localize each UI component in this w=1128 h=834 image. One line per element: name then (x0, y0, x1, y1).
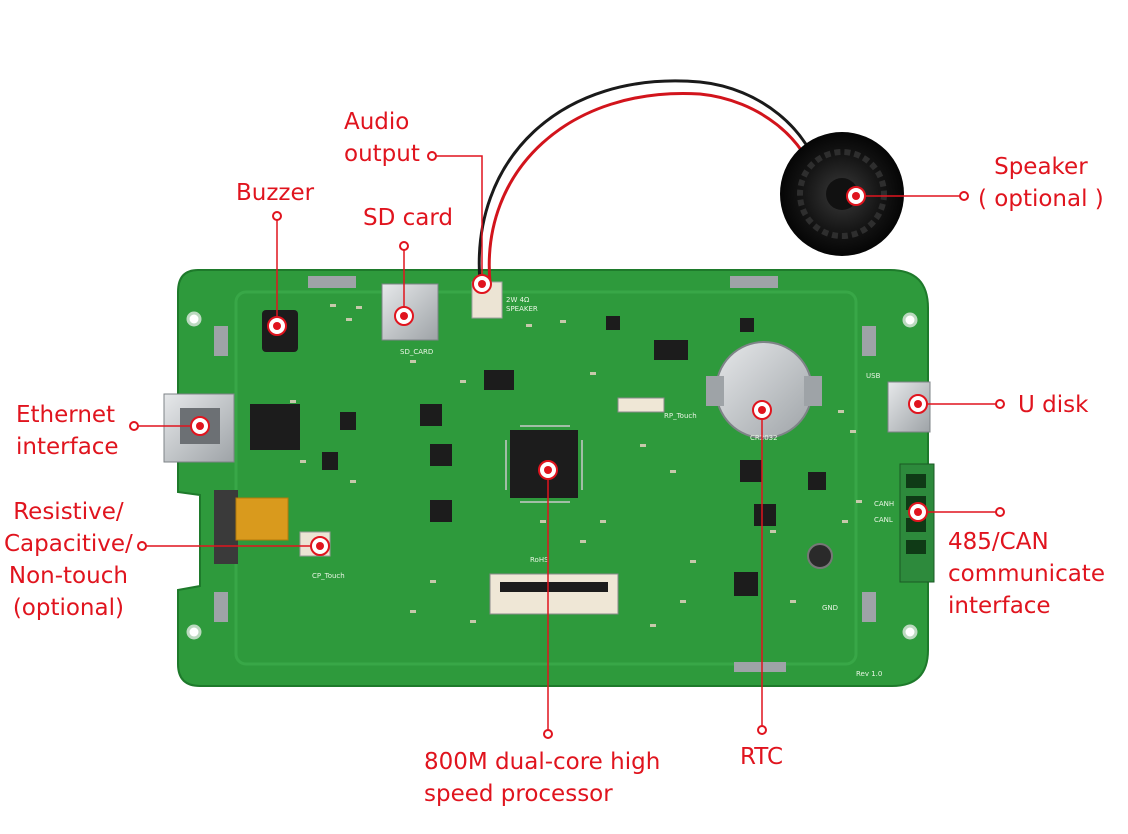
clip (214, 326, 228, 356)
callout-sd-card: SD card (363, 205, 454, 231)
callout-rtc: RTC (740, 744, 784, 770)
callout-buzzer: Buzzer (236, 180, 315, 206)
silk-rp-touch: RP_Touch (664, 412, 697, 420)
callout-speaker: Speaker ( optional ) (978, 154, 1104, 212)
silk-cr2032: CR2032 (750, 434, 778, 442)
speaker-cone (797, 149, 887, 239)
silk-rev: Rev 1.0 (856, 670, 882, 678)
capacitor (807, 543, 833, 569)
callout-lines (136, 155, 998, 732)
rtc-battery (715, 341, 813, 439)
rtc-holder (804, 376, 822, 406)
callout-can: 485/CAN communicate interface (948, 529, 1105, 619)
speaker-assembly (477, 79, 904, 283)
silk-cp-touch: CP_Touch (312, 572, 345, 580)
touch-flex (214, 490, 238, 564)
wire-black (477, 79, 822, 283)
touch-flex-gold (235, 497, 289, 541)
clip (862, 592, 876, 622)
wire-red (487, 91, 818, 283)
silk-sd-card: SD_CARD (400, 348, 433, 356)
callout-markers (129, 151, 1005, 739)
silk-speaker-l1: 2W 4Ω (506, 296, 530, 304)
silk-rohs: RoHS (530, 556, 549, 564)
pcb-inner-frame (234, 290, 858, 666)
callout-processor: 800M dual-core high speed processor (424, 749, 661, 807)
mount-hole (902, 624, 918, 640)
ethernet-jack (163, 393, 235, 463)
mount-hole (186, 624, 202, 640)
callout-u-disk: U disk (1018, 392, 1089, 418)
silk-speaker-l2: SPEAKER (506, 305, 538, 313)
mount-hole (902, 312, 918, 328)
callout-ethernet: Ethernet interface (16, 402, 119, 460)
clip (862, 326, 876, 356)
clip (734, 662, 786, 672)
silk-speaker: 2W 4Ω SPEAKER (506, 296, 553, 313)
silk-usb: USB (866, 372, 881, 380)
silk-canl: CANL (874, 516, 893, 524)
lcd-connector-slot (500, 582, 608, 592)
lcd-connector (489, 573, 619, 615)
callout-touch: Resistive/ Capacitive/ Non-touch (option… (4, 499, 133, 621)
rtc-holder (706, 376, 724, 406)
clip (308, 276, 356, 288)
mount-hole (186, 311, 202, 327)
clip (730, 276, 778, 288)
silk-canh: CANH (874, 500, 894, 508)
clip (214, 592, 228, 622)
silk-gnd: GND (822, 604, 838, 612)
callout-audio-output: Audio output (344, 109, 420, 167)
ethernet-magnetics (250, 404, 300, 450)
rp-touch-connector (617, 397, 665, 413)
